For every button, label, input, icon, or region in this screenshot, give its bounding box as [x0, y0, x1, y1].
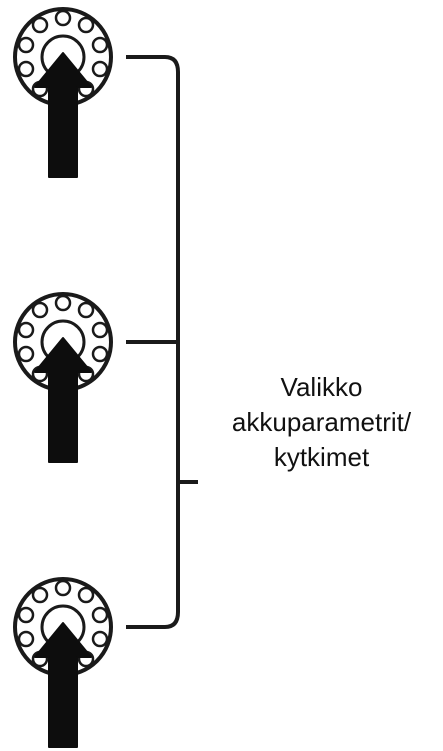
step-3-dial-press-icon [13, 577, 113, 749]
grouping-bracket [164, 55, 180, 629]
menu-caption: Valikko akkuparametrit/ kytkimet [200, 370, 443, 475]
step-1-dial-press-icon [13, 7, 113, 179]
caption-line-1: Valikko [280, 372, 363, 402]
caption-line-2: akkuparametrit/ [231, 407, 412, 437]
caption-line-3: kytkimet [273, 442, 370, 472]
step-2-dial-press-icon [13, 292, 113, 464]
